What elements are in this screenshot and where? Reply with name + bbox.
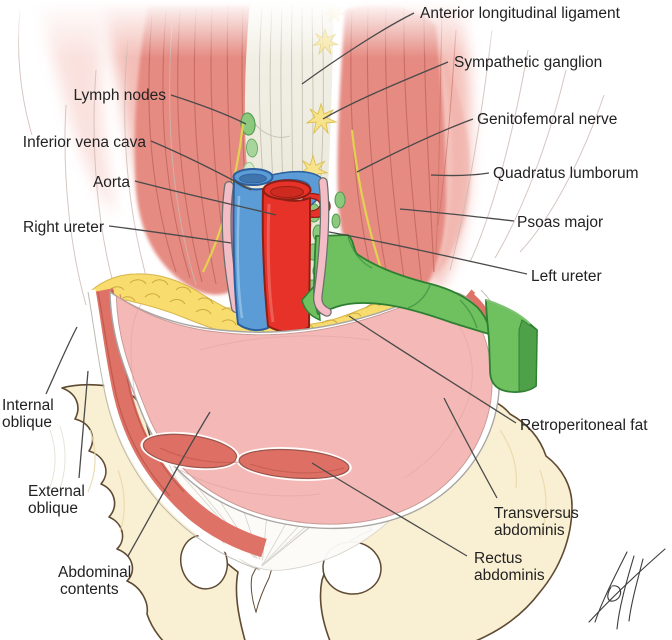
label-rectus-abdominis-line1: Rectus — [474, 550, 522, 567]
label-quadratus-lumborum: Quadratus lumborum — [493, 165, 639, 182]
label-transversus-abdominis-line2: abdominis — [494, 522, 565, 539]
label-sympathetic-ganglion: Sympathetic ganglion — [454, 54, 602, 71]
top-fade — [0, 0, 672, 58]
label-transversus-abdominis-line1: Transversus — [494, 505, 579, 522]
label-external-oblique-line2: oblique — [28, 500, 78, 517]
leader-anterior-longitudinal-ligament — [301, 12, 415, 85]
leader-psoas-major — [399, 208, 515, 222]
label-aorta: Aorta — [93, 174, 130, 191]
leader-lymph-nodes — [170, 94, 247, 125]
leader-left-ureter — [328, 231, 528, 275]
leader-external-oblique — [78, 370, 89, 479]
label-inferior-vena-cava: Inferior vena cava — [23, 134, 147, 151]
leader-lines — [45, 12, 528, 557]
lymph-nodes-shape — [240, 112, 259, 199]
label-left-ureter: Left ureter — [531, 268, 602, 285]
artist-signature — [588, 548, 666, 630]
leader-aorta — [134, 180, 277, 216]
leader-rectus-abdominis — [311, 462, 468, 557]
leader-internal-oblique — [45, 326, 78, 395]
leader-right-ureter — [108, 225, 232, 244]
label-internal-oblique-line1: Internal — [2, 397, 54, 414]
leader-retroperitoneal-fat — [348, 315, 517, 424]
label-right-ureter: Right ureter — [23, 219, 104, 236]
labels: Anterior longitudinal ligament Sympathet… — [2, 5, 648, 598]
colon-band-shape — [301, 234, 538, 393]
pubic-arch — [250, 567, 273, 614]
leader-quadratus-lumborum — [430, 172, 490, 177]
left-ureter-shape — [313, 177, 332, 317]
rectus-abdominis-shape — [140, 431, 352, 481]
left-obturator-foramen — [179, 534, 229, 590]
label-internal-oblique-line2: oblique — [2, 414, 52, 431]
label-abdominal-contents-line1: Abdominal — [58, 564, 131, 581]
right-ureter-shape — [221, 181, 241, 313]
leader-inferior-vena-cava — [150, 140, 252, 191]
label-anterior-longitudinal-ligament: Anterior longitudinal ligament — [420, 5, 621, 22]
inferior-vena-cava-shape — [232, 168, 274, 332]
label-lymph-nodes: Lymph nodes — [74, 87, 167, 104]
label-psoas-major: Psoas major — [517, 214, 603, 231]
label-retroperitoneal-fat: Retroperitoneal fat — [520, 417, 648, 434]
leader-abdominal-contents — [127, 411, 211, 557]
label-genitofemoral-nerve: Genitofemoral nerve — [477, 111, 617, 128]
label-external-oblique-line1: External — [28, 483, 85, 500]
leader-transversus-abdominis — [443, 397, 498, 499]
aorta-shape — [261, 179, 312, 334]
label-abdominal-contents-line2: contents — [60, 581, 119, 598]
leader-sympathetic-ganglion — [322, 61, 449, 120]
label-rectus-abdominis-line2: abdominis — [474, 567, 545, 584]
leader-genitofemoral-nerve — [356, 118, 474, 173]
